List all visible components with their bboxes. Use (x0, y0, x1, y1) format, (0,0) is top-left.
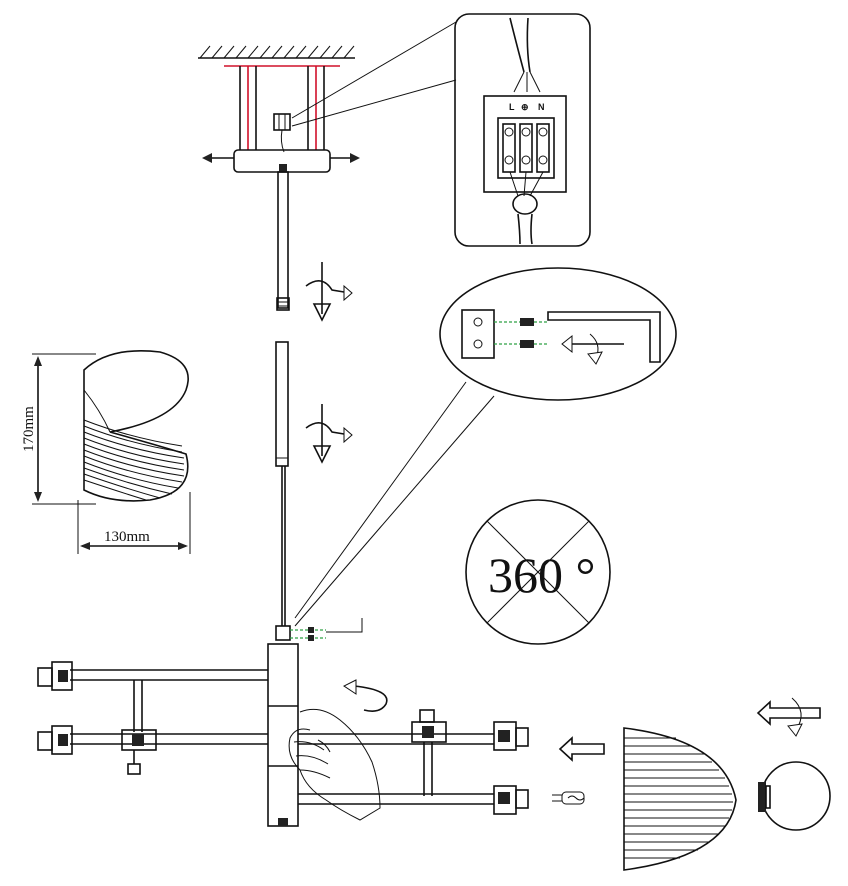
rod-connector (275, 618, 363, 641)
width-dimension-label: 130mm (104, 529, 150, 545)
push-shade-arrow (558, 736, 605, 762)
arm-lower-right (298, 785, 529, 815)
shade-dimension-view: 170mm 130mm (21, 350, 191, 554)
rotate-arm-arrow (343, 679, 388, 712)
twist-left-arrow (756, 697, 821, 737)
lower-rod (275, 341, 289, 626)
hand-illustration (288, 708, 381, 821)
fixture-body (267, 643, 299, 827)
rotation-360-badge: 360 ° (465, 499, 611, 645)
arm-upper-left (37, 661, 268, 732)
terminal-label-l: L (509, 102, 515, 112)
terminal-label-earth: ⊕ (521, 102, 529, 112)
arm-middle-right (298, 709, 529, 796)
screw-detail-callout (294, 267, 677, 627)
g9-bulb (552, 791, 585, 805)
twist-down-arrow-1 (305, 262, 353, 322)
twist-down-arrow-2 (305, 404, 353, 464)
upper-rod (276, 171, 290, 311)
shade-ring-clip (758, 761, 831, 831)
height-dimension-label: 170mm (21, 406, 37, 452)
ceiling-mount (198, 21, 457, 173)
wiring-detail-callout: L ⊕ N (454, 13, 591, 247)
arm-middle-left (37, 725, 268, 775)
terminal-label-n: N (538, 102, 545, 112)
rotation-label: 360 ° (488, 547, 596, 603)
shade-side-view (623, 727, 737, 871)
